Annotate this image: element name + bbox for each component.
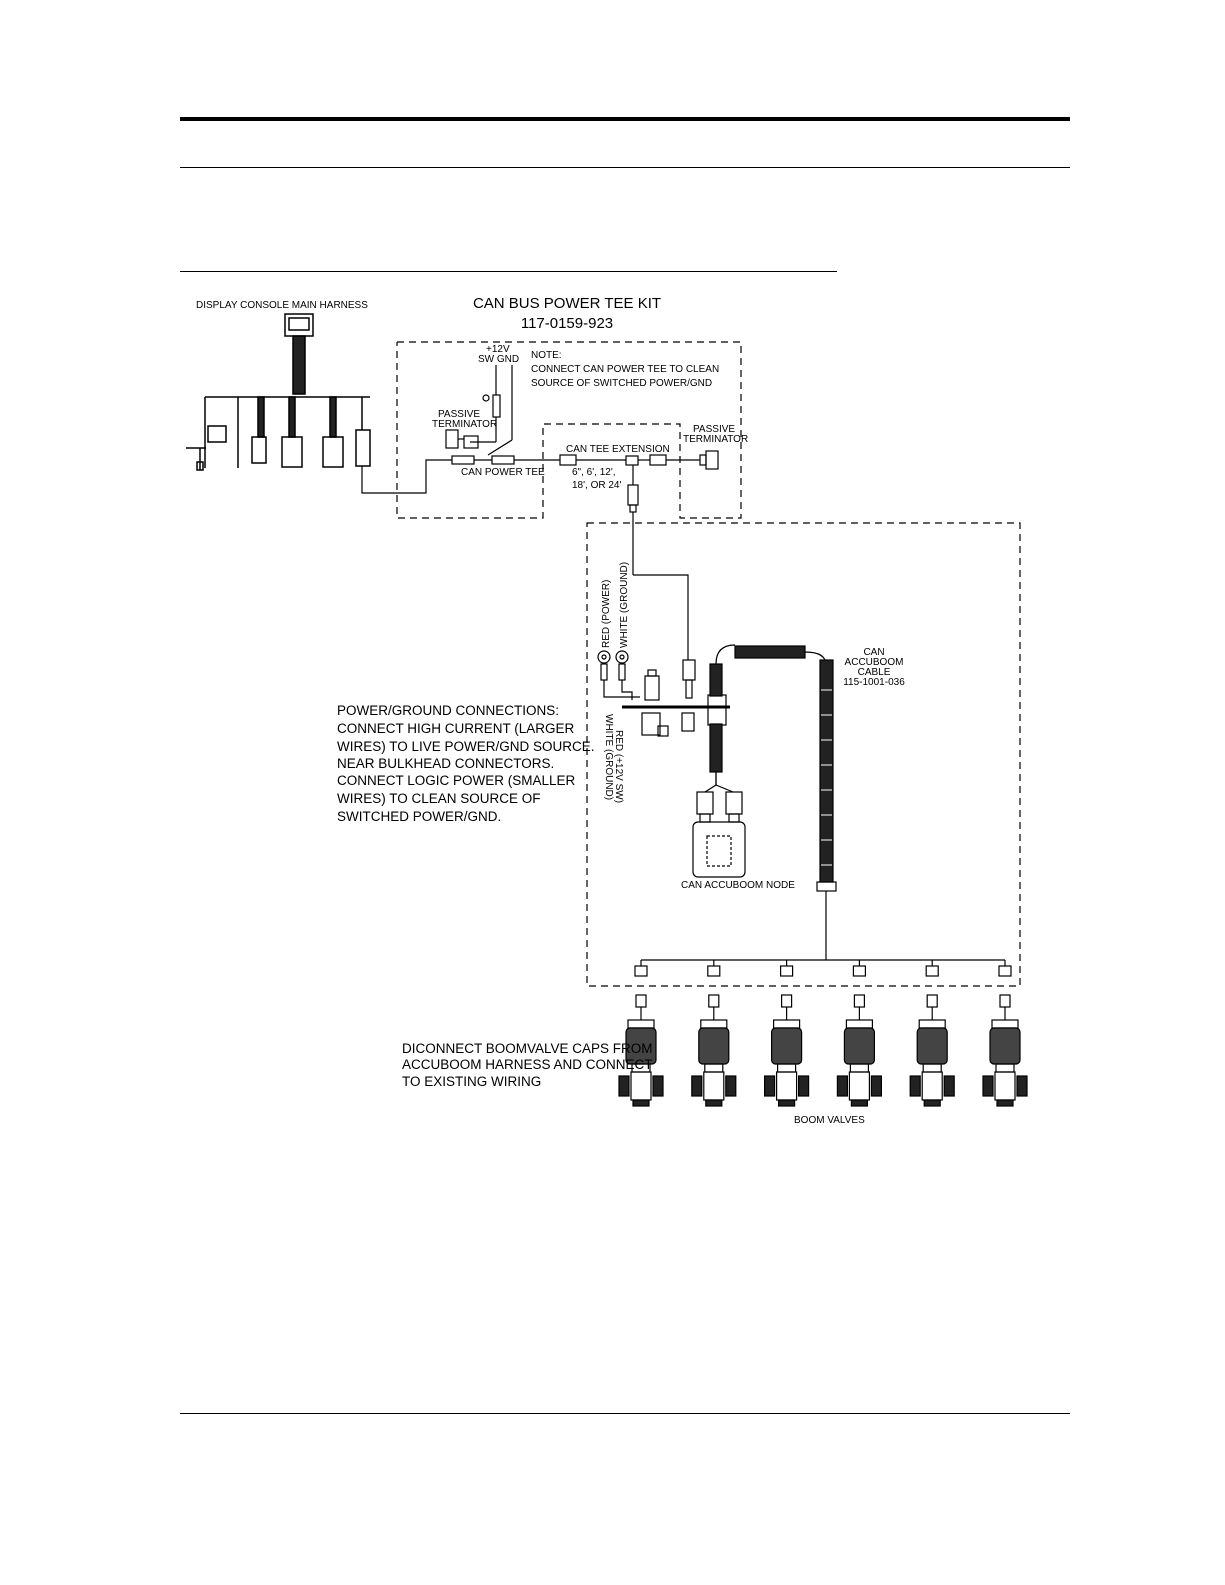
- disconnect-note-1: DICONNECT BOOMVALVE CAPS FROM: [402, 1041, 653, 1056]
- note-line-1: NOTE:: [531, 350, 562, 361]
- power-ground-note-1: POWER/GROUND CONNECTIONS:: [337, 703, 559, 718]
- accuboom-boundary-dashed: [586, 522, 1021, 987]
- power-ground-note-2: CONNECT HIGH CURRENT (LARGER: [337, 721, 575, 736]
- section-rule: [180, 271, 837, 272]
- power-ground-note-4: NEAR BULKHEAD CONNECTORS.: [337, 756, 554, 771]
- header-rule-thin: [180, 167, 1070, 168]
- header-rule-thick: [180, 117, 1070, 121]
- power-ground-note-5: CONNECT LOGIC POWER (SMALLER: [337, 773, 576, 788]
- passive-terminator-right: [699, 450, 719, 470]
- can-accuboom-node-label: CAN ACCUBOOM NODE: [681, 880, 795, 891]
- passive-terminator-right-2: TERMINATOR: [683, 434, 748, 445]
- cable-label-1: CAN: [863, 647, 884, 658]
- boom-valves-label: BOOM VALVES: [794, 1115, 865, 1126]
- boom-valve: [909, 960, 955, 1107]
- console-to-power-tee-wire: [361, 459, 452, 494]
- can-tee-extension-label: CAN TEE EXTENSION: [566, 444, 670, 455]
- cable-label-3: CABLE: [858, 667, 891, 678]
- power-ground-note-3: WIRES) TO LIVE POWER/GND SOURCE.: [337, 739, 595, 754]
- supply-label-12v: +12V: [486, 344, 510, 355]
- boom-valve: [836, 960, 883, 1107]
- power-ground-note-7: SWITCHED POWER/GND.: [337, 809, 501, 824]
- passive-terminator-left-1: PASSIVE: [438, 409, 480, 420]
- power-ground-note-6: WIRES) TO CLEAN SOURCE OF: [337, 791, 541, 806]
- cable-label-2: ACCUBOOM: [845, 657, 904, 668]
- boom-valve: [618, 960, 664, 1107]
- display-console-connector: [186, 313, 371, 471]
- harness-loom: [709, 644, 837, 960]
- kit-boundary-dashed: [396, 341, 742, 519]
- boom-valve: [691, 960, 737, 1107]
- loom-stripes: [821, 689, 832, 866]
- boom-valves: [618, 960, 1028, 1107]
- footer-rule: [180, 1413, 1070, 1414]
- can-accuboom-node: [692, 772, 746, 878]
- disconnect-note-2: ACCUBOOM HARNESS AND CONNECT: [402, 1057, 653, 1072]
- can-power-tee-label: CAN POWER TEE: [461, 467, 545, 478]
- passive-terminator-left-2: TERMINATOR: [432, 419, 497, 430]
- white-ground-label-2: WHITE (GROUND): [603, 714, 614, 800]
- cable-part-number: 115-1001-036: [843, 677, 905, 688]
- display-console-label: DISPLAY CONSOLE MAIN HARNESS: [196, 300, 368, 311]
- red-power-label: RED (POWER): [601, 580, 612, 648]
- power-tee-wiring: [445, 365, 560, 465]
- kit-title: CAN BUS POWER TEE KIT: [473, 295, 661, 312]
- extension-lengths-1: 6", 6', 12',: [572, 467, 616, 478]
- supply-label-sw-gnd: SW GND: [478, 354, 519, 365]
- passive-terminator-right-1: PASSIVE: [693, 424, 735, 435]
- boom-valve: [982, 960, 1028, 1107]
- boom-valve: [763, 960, 810, 1107]
- kit-part-number: 117-0159-923: [521, 315, 613, 332]
- note-line-3: SOURCE OF SWITCHED POWER/GND: [531, 378, 712, 389]
- red-switched-label: RED (+12V SW): [613, 730, 624, 803]
- can-tee-extension-cable: [559, 454, 700, 575]
- white-ground-label: WHITE (GROUND): [619, 562, 630, 648]
- note-line-2: CONNECT CAN POWER TEE TO CLEAN: [531, 364, 719, 375]
- tee-to-harness-wire: [633, 574, 689, 660]
- power-ground-ring-terminals: [597, 650, 640, 700]
- extension-lengths-2: 18', OR 24': [572, 480, 621, 491]
- disconnect-note-3: TO EXISTING WIRING: [402, 1074, 541, 1089]
